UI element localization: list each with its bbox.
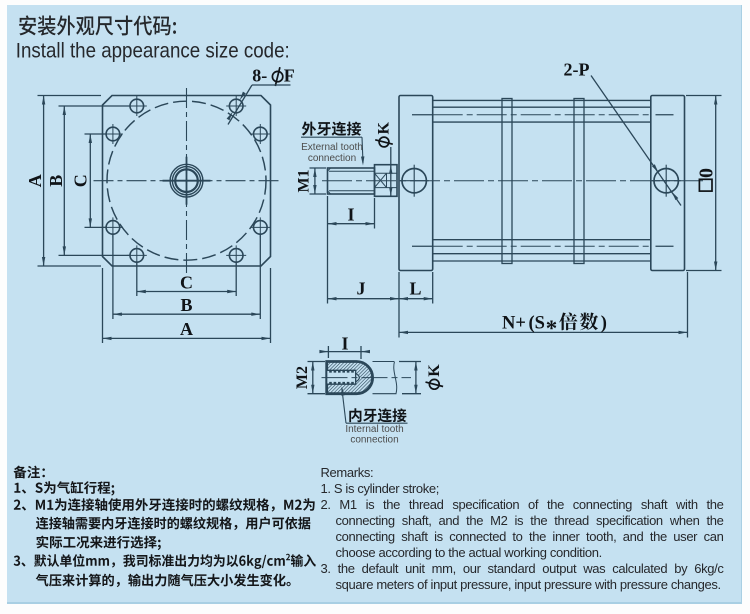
svg-text:L: L xyxy=(409,279,421,299)
svg-text:K: K xyxy=(376,122,393,135)
svg-text:A: A xyxy=(180,319,193,339)
svg-text:8-: 8- xyxy=(252,66,267,86)
svg-text:0: 0 xyxy=(696,168,718,178)
svg-text:K: K xyxy=(426,364,443,377)
svg-text:C: C xyxy=(70,174,90,187)
svg-text:External tooth: External tooth xyxy=(301,142,363,153)
svg-text:(S: (S xyxy=(529,314,545,334)
svg-text:N+: N+ xyxy=(502,314,526,334)
svg-text:B: B xyxy=(180,295,192,315)
svg-text:C: C xyxy=(180,273,193,293)
svg-text:B: B xyxy=(46,175,66,187)
svg-text:connection: connection xyxy=(350,434,398,445)
svg-text:*: * xyxy=(546,316,558,341)
svg-text:connection: connection xyxy=(308,153,356,164)
svg-text:M2: M2 xyxy=(294,366,311,389)
svg-text:J: J xyxy=(357,279,366,299)
svg-text:A: A xyxy=(25,174,45,187)
svg-text:M1: M1 xyxy=(296,169,313,192)
svg-text:Internal tooth: Internal tooth xyxy=(345,424,403,435)
svg-text:I: I xyxy=(341,334,348,354)
svg-text:2-P: 2-P xyxy=(564,60,590,80)
svg-text:I: I xyxy=(347,205,354,225)
svg-text:): ) xyxy=(601,314,607,334)
svg-text:F: F xyxy=(284,66,295,86)
svg-text:Install the appearance size co: Install the appearance size code: xyxy=(16,39,290,62)
